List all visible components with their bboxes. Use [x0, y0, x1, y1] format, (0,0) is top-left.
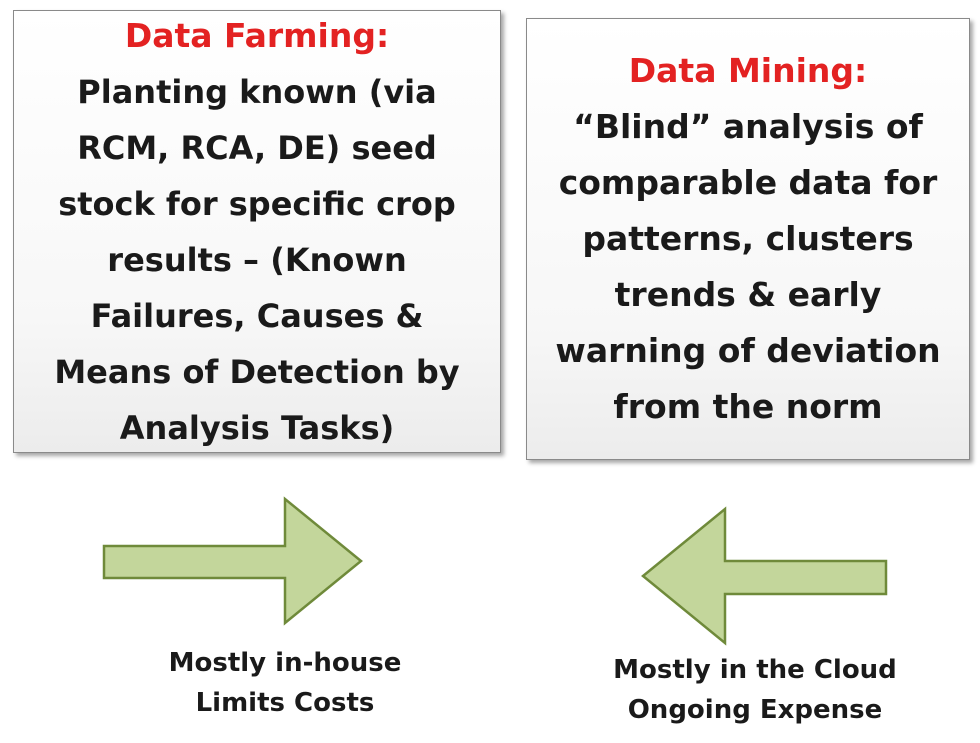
data-mining-line: “Blind” analysis of — [573, 107, 923, 146]
data-farming-line: Planting known (via — [77, 72, 437, 111]
data-farming-line: RCM, RCA, DE) seed — [77, 128, 437, 167]
data-farming-box: Data Farming: Planting known (via RCM, R… — [13, 10, 501, 453]
right-arrow-icon — [102, 496, 363, 626]
data-mining-line: trends & early — [614, 275, 882, 314]
data-farming-line: stock for specific crop — [58, 184, 456, 223]
data-mining-line: patterns, clusters — [582, 219, 914, 258]
left-arrow-shape — [641, 506, 888, 646]
data-mining-box: Data Mining: “Blind” analysis of compara… — [526, 18, 970, 460]
in-house-caption-line1: Mostly in-house — [168, 648, 402, 678]
data-farming-title: Data Farming: — [124, 15, 390, 55]
data-farming-line: Means of Detection by — [54, 352, 460, 391]
cloud-caption-line1: Mostly in the Cloud — [613, 655, 897, 685]
cloud-caption-line2: Ongoing Expense — [627, 695, 883, 725]
left-arrow-icon — [641, 506, 888, 646]
data-farming-line: results – (Known — [107, 240, 407, 279]
in-house-caption-line2: Limits Costs — [195, 688, 375, 718]
data-farming-line: Failures, Causes & — [90, 296, 424, 335]
data-farming-line: Analysis Tasks) — [119, 408, 395, 447]
in-house-caption: Mostly in-house Limits Costs — [150, 643, 420, 723]
data-mining-title: Data Mining: — [628, 51, 868, 90]
data-mining-line: from the norm — [613, 387, 883, 426]
right-arrow-shape — [102, 496, 363, 626]
cloud-caption: Mostly in the Cloud Ongoing Expense — [600, 650, 910, 730]
data-mining-line: comparable data for — [558, 163, 938, 202]
data-mining-line: warning of deviation — [555, 331, 941, 370]
